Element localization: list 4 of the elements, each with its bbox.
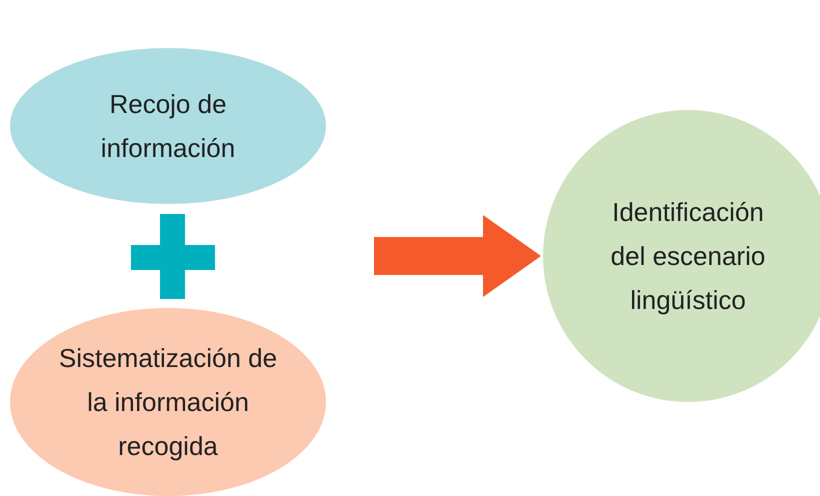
node-label: Identificación del escenario lingüístico — [610, 196, 766, 317]
block-arrow — [374, 215, 541, 297]
node-label: Recojo de información — [100, 88, 236, 165]
node-label: Sistematización de la información recogida — [58, 342, 278, 463]
